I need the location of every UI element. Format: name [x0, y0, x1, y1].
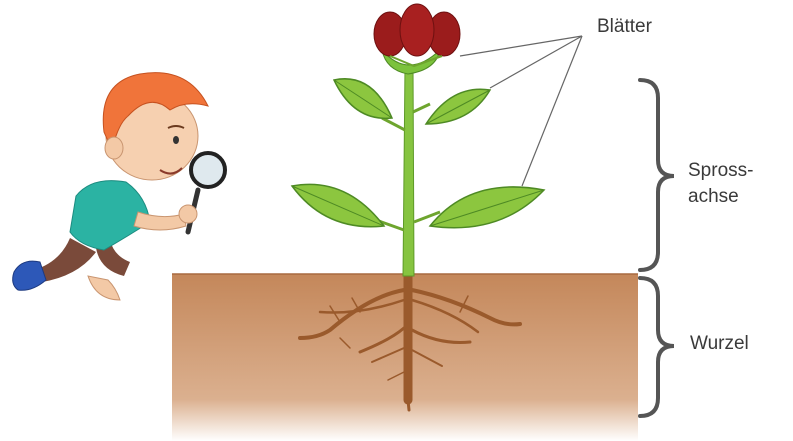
leaf	[292, 184, 384, 226]
label-leaves: Blätter	[597, 14, 652, 40]
label-root: Wurzel	[690, 331, 749, 357]
bracket-stem	[640, 80, 674, 270]
stem	[403, 66, 414, 276]
leaf	[426, 89, 490, 124]
label-stem: Spross- achse	[688, 158, 788, 210]
leaf-pointer-lines	[460, 36, 582, 186]
leaf	[430, 187, 544, 228]
leaves	[292, 79, 544, 228]
bracket-root	[640, 278, 674, 416]
boy-illustration	[13, 73, 225, 300]
label-stem-line2: achse	[688, 184, 788, 210]
flower	[374, 4, 460, 74]
leaf	[334, 79, 392, 119]
label-stem-line1: Spross-	[688, 158, 788, 184]
